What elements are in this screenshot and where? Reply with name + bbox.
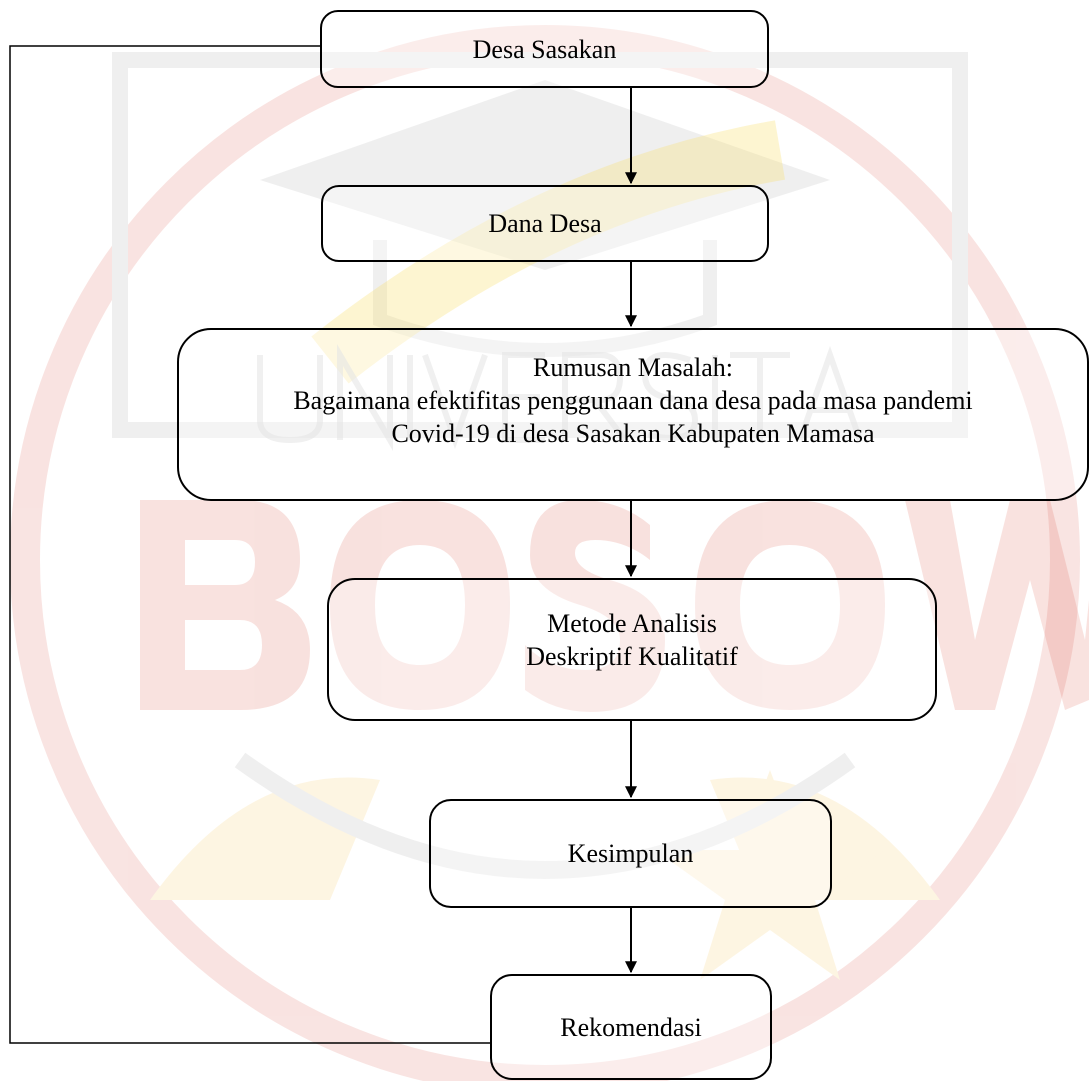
- feedback-line-rekomendasi-to-desa: [9, 45, 490, 1044]
- node-label: Rekomendasi: [560, 1012, 702, 1042]
- node-label-line: Deskriptif Kualitatif: [526, 641, 738, 671]
- flow-node-kesimpulan: Kesimpulan: [429, 799, 832, 908]
- node-label: Desa Sasakan: [472, 34, 617, 64]
- node-label: Kesimpulan: [567, 839, 694, 868]
- node-label-line: Metode Analisis: [547, 608, 717, 638]
- flow-node-rekomendasi: Rekomendasi: [490, 974, 772, 1080]
- node-label-line: Covid-19 di desa Sasakan Kabupaten Mamas…: [391, 419, 875, 448]
- flow-node-dana-desa: Dana Desa: [321, 185, 769, 262]
- flow-node-rumusan-masalah: Rumusan Masalah: Bagaimana efektifitas p…: [177, 328, 1089, 501]
- flow-node-metode-analisis: Metode Analisis Deskriptif Kualitatif: [327, 578, 937, 721]
- node-label-heading: Rumusan Masalah:: [532, 353, 734, 382]
- flow-node-desa-sasakan: Desa Sasakan: [320, 10, 769, 88]
- node-label-line: Bagaimana efektifitas penggunaan dana de…: [293, 386, 973, 415]
- node-label: Dana Desa: [488, 209, 602, 238]
